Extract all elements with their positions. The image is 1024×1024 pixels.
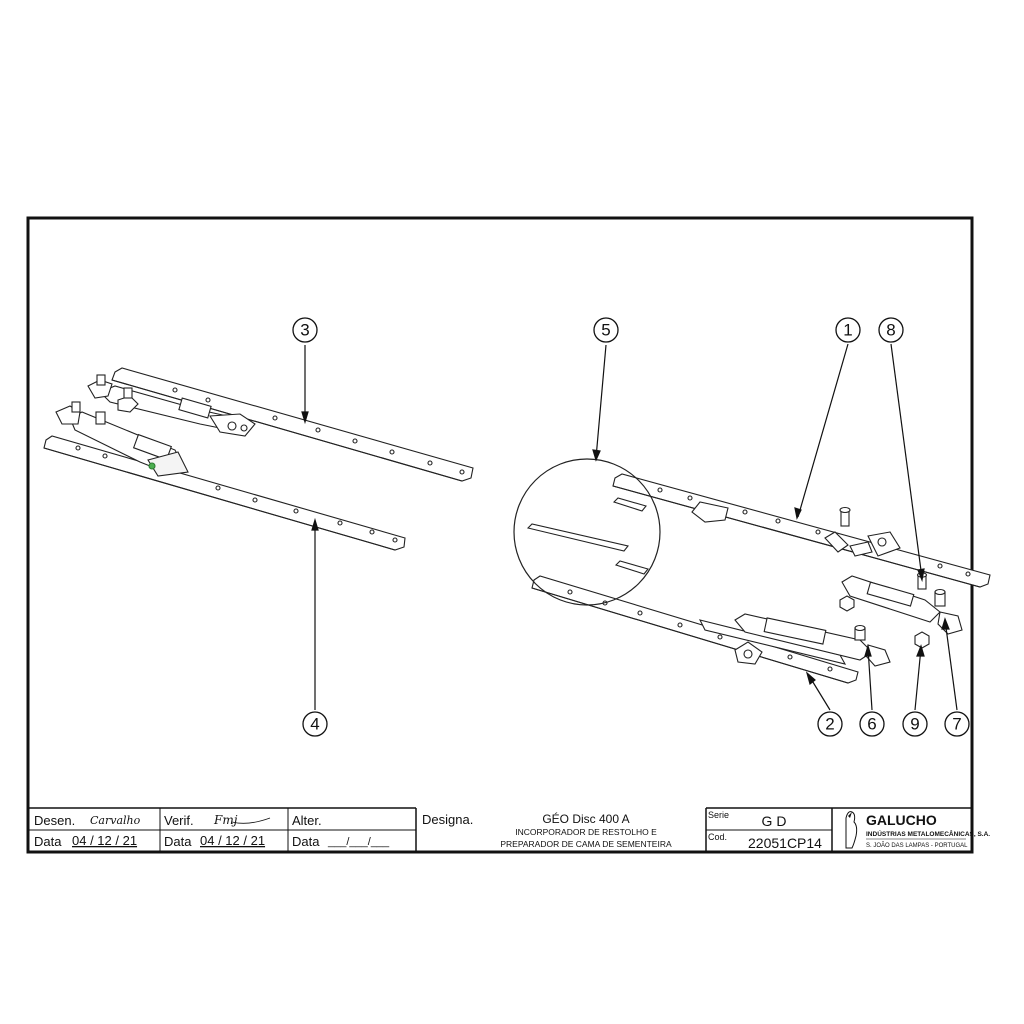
plate-short-top <box>612 497 647 512</box>
nut-part-9 <box>914 631 930 649</box>
left-assembly <box>43 367 474 551</box>
drawing-frame <box>26 216 974 854</box>
bar-part-4 <box>43 435 406 551</box>
callout-6: 6 <box>867 715 876 734</box>
callouts <box>292 317 970 737</box>
checked-signature: Fmj <box>213 813 238 827</box>
callout-8: 8 <box>886 321 895 340</box>
rooster-emblem <box>845 811 858 849</box>
bar-2-holes <box>567 589 833 672</box>
callout-leaders <box>301 343 958 711</box>
lower-clamp <box>55 401 106 425</box>
plate-long <box>526 523 629 552</box>
checked-label: Verif. <box>164 813 194 828</box>
altered-label: Alter. <box>292 813 322 828</box>
drawn-date-label: Data <box>34 834 62 849</box>
drawn-signature: Carvalho <box>90 814 141 827</box>
altered-date-label: Data <box>292 834 320 849</box>
title-block: Desen. Carvalho Verif. Fmj Alter. Data 0… <box>28 807 990 852</box>
callout-3: 3 <box>300 321 309 340</box>
drawn-date: 04 / 12 / 21 <box>72 833 137 848</box>
checked-date-label: Data <box>164 834 192 849</box>
plate-short-bottom <box>614 560 649 575</box>
company-logo: GALUCHO INDÚSTRIAS METALOMECÂNICAS, S.A.… <box>845 811 990 849</box>
bar-part-1 <box>612 473 991 588</box>
callout-7: 7 <box>952 715 961 734</box>
right-assembly <box>513 458 991 684</box>
callout-1: 1 <box>843 321 852 340</box>
bar-3-holes <box>172 387 465 475</box>
product-desc-line-2: PREPARADOR DE CAMA DE SEMENTEIRA <box>500 839 672 849</box>
bar-1-bracket <box>691 501 729 523</box>
series-value: G D <box>762 813 787 829</box>
product-name: GÉO Disc 400 A <box>542 811 629 826</box>
nut-loose <box>839 595 855 612</box>
detail-circle-part-5 <box>513 458 661 606</box>
company-location: S. JOÃO DAS LAMPAS - PORTUGAL <box>866 842 968 849</box>
bar-2-hitch-bracket <box>734 641 763 665</box>
callout-5: 5 <box>601 321 610 340</box>
checked-date: 04 / 12 / 21 <box>200 833 265 848</box>
upper-clamp <box>87 374 139 413</box>
series-label: Serie <box>708 810 729 820</box>
altered-date: ___/___/___ <box>327 836 390 848</box>
drawn-label: Desen. <box>34 813 75 828</box>
designation-label: Designa. <box>422 812 473 827</box>
upper-hitch-bracket <box>209 413 256 437</box>
product-desc-line-1: INCORPORADOR DE RESTOLHO E <box>515 827 657 837</box>
bar-1-holes <box>657 487 971 577</box>
company-name: GALUCHO <box>866 812 937 828</box>
code-label: Cod. <box>708 832 727 842</box>
hitch-plate-1 <box>849 531 901 557</box>
code-value: 22051CP14 <box>748 835 822 851</box>
checked-signature-stroke <box>231 817 271 824</box>
callout-9: 9 <box>910 715 919 734</box>
callout-2: 2 <box>825 715 834 734</box>
bar-4-holes <box>75 445 398 543</box>
company-subtitle: INDÚSTRIAS METALOMECÂNICAS, S.A. <box>866 829 990 838</box>
callout-4: 4 <box>310 715 319 734</box>
